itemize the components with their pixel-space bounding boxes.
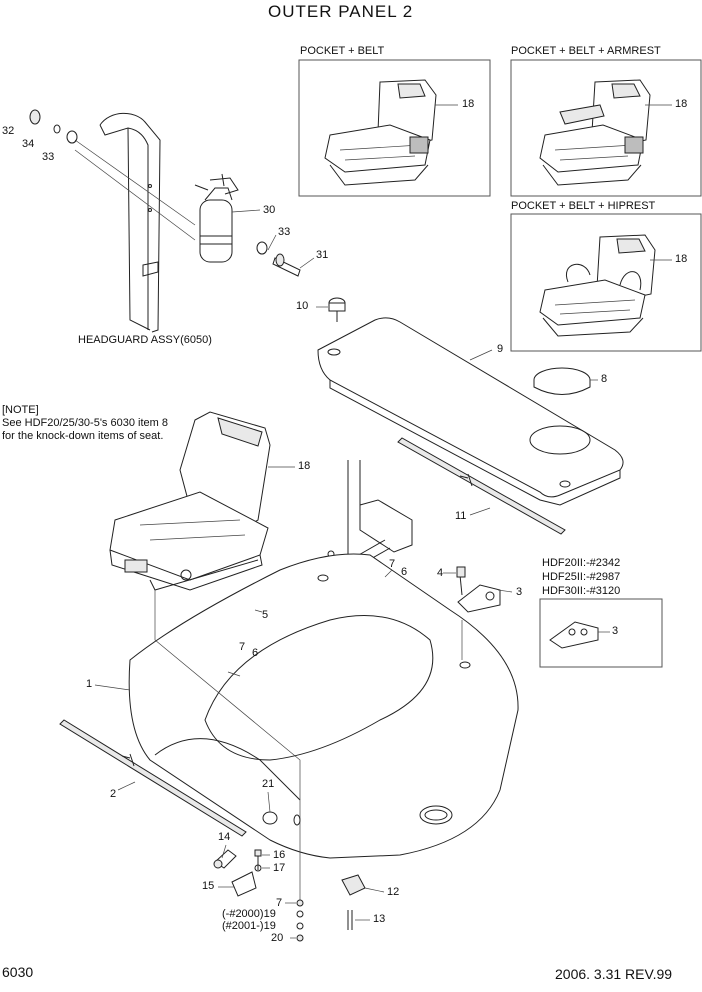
callout-30: 30 (263, 204, 276, 216)
callout-15: 15 (202, 880, 215, 892)
callout-20: 20 (271, 932, 284, 944)
headguard-label: HEADGUARD ASSY(6050) (78, 334, 212, 346)
seat-drawing-inset-1 (324, 79, 437, 186)
serial-hdf20: HDF20II:-#2342 (542, 557, 621, 569)
callout-16: 16 (273, 849, 286, 861)
callout-19-early: (-#2000)19 (222, 908, 276, 920)
revision-stamp: 2006. 3.31 REV.99 (555, 966, 673, 982)
seat-drawing-inset-3 (539, 234, 656, 337)
callout-18-main: 18 (298, 460, 311, 472)
callout-32: 32 (2, 125, 15, 137)
fire-extinguisher-drawing (74, 139, 239, 263)
note-text: [NOTE] See HDF20/25/30-5's 6030 item 8 f… (2, 404, 168, 442)
callout-4: 4 (437, 567, 444, 579)
callout-19-late: (#2001-)19 (222, 920, 276, 932)
callout-3-main: 3 (516, 586, 523, 598)
callout-17: 17 (273, 862, 286, 874)
callout-14: 14 (218, 831, 231, 843)
callout-18-inset1: 18 (462, 98, 475, 110)
strip-11 (397, 437, 566, 535)
callout-18-inset3: 18 (675, 253, 688, 265)
callout-34: 34 (22, 138, 35, 150)
callout-7-upper: 7 (389, 558, 396, 570)
callout-33-bottom: 33 (278, 226, 291, 238)
inset-title-hiprest: POCKET + BELT + HIPREST (511, 200, 656, 212)
serial-hdf30: HDF30II:-#3120 (542, 585, 621, 597)
cover-1 (128, 553, 519, 900)
lower-hardware (213, 811, 366, 942)
page-title: OUTER PANEL 2 (268, 2, 414, 21)
callout-7-lower: 7 (239, 641, 246, 653)
knob-10 (328, 297, 346, 322)
callout-33-top: 33 (42, 151, 55, 163)
callout-6-lower: 6 (252, 647, 259, 659)
page-number: 6030 (2, 964, 34, 980)
main-seat-drawing (109, 411, 271, 591)
panel-9 (317, 317, 624, 506)
callout-11: 11 (455, 510, 467, 522)
callout-6-upper: 6 (401, 566, 408, 578)
inset-title-pocket-belt: POCKET + BELT (300, 45, 385, 57)
callout-10: 10 (296, 300, 309, 312)
callout-18-inset2: 18 (675, 98, 688, 110)
callout-8: 8 (601, 373, 608, 385)
serial-hdf25: HDF25II:-#2987 (542, 571, 621, 583)
leader-lines (94, 104, 672, 939)
callout-7-bottom: 7 (276, 897, 283, 909)
callout-9: 9 (497, 343, 504, 355)
callout-1: 1 (86, 678, 93, 690)
seat-drawing-inset-2 (539, 79, 651, 186)
callout-5: 5 (262, 609, 269, 621)
inset-box-bracket (539, 598, 663, 668)
strip-2 (59, 719, 247, 837)
latch-3 (456, 566, 599, 649)
callout-21: 21 (262, 778, 275, 790)
callout-31: 31 (316, 249, 329, 261)
hardware-32-34-33 (29, 109, 301, 277)
cap-8 (533, 367, 591, 395)
callout-3-inset: 3 (612, 625, 619, 637)
callout-13: 13 (373, 913, 386, 925)
headguard-post-drawing (99, 112, 161, 333)
inset-title-armrest: POCKET + BELT + ARMREST (511, 45, 661, 57)
callout-2: 2 (110, 788, 117, 800)
callout-12: 12 (387, 886, 400, 898)
